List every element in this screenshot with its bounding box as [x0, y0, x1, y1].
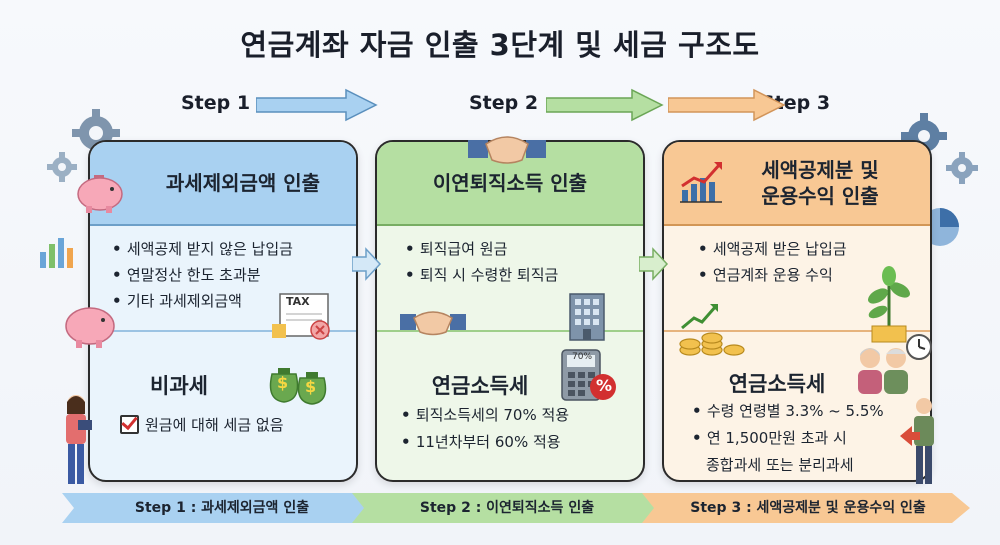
money-bag-icon	[269, 368, 327, 405]
coins-icon	[679, 332, 745, 356]
handshake-icon	[400, 311, 466, 336]
growth-chart-icon	[680, 162, 722, 203]
list-item: 세액공제 받은 납입금	[698, 236, 847, 262]
gear-icon	[946, 152, 978, 184]
list-item-continuation: 종합과세 또는 분리과세	[692, 452, 884, 479]
panel-connector-arrow	[352, 247, 382, 281]
list-item: 연금계좌 운용 수익	[698, 262, 847, 288]
building-icon	[569, 293, 605, 341]
list-item: 퇴직 시 수령한 퇴직금	[405, 262, 559, 288]
page-title: 연금계좌 자금 인출 3단계 및 세금 구조도	[240, 28, 760, 62]
step3-banner-text: Step 3 : 세액공제분 및 운용수익 인출	[690, 500, 926, 516]
step3-heading-line2: 운용수익 인출	[761, 184, 879, 208]
step2-banner	[352, 493, 662, 523]
percent-sign: %	[596, 376, 613, 395]
step3-tax-title: 연금소득세	[728, 372, 826, 396]
step2-to-step3-arrow	[546, 88, 664, 122]
panel-connector-arrow	[639, 247, 669, 281]
tax-doc-label: TAX	[286, 295, 310, 308]
bar-chart-icon	[40, 238, 73, 268]
list-item: 기타 과세제외금액	[112, 288, 293, 314]
dollar-sign: $	[305, 377, 317, 396]
handshake-icon	[468, 136, 546, 164]
divider	[90, 330, 356, 332]
step1-items: 세액공제 받지 않은 납입금 연말정산 한도 초과분 기타 과세제외금액	[112, 236, 293, 314]
piggy-bank-icon	[65, 307, 115, 348]
list-item: 연말정산 한도 초과분	[112, 262, 293, 288]
calculator-display: 70%	[572, 352, 593, 362]
step1-tax-item-text: 원금에 대해 세금 없음	[145, 416, 284, 434]
step1-banner-text: Step 1 : 과세제외금액 인출	[134, 500, 310, 516]
step3-items: 세액공제 받은 납입금 연금계좌 운용 수익	[698, 236, 847, 288]
upward-arrow-icon	[681, 304, 718, 330]
step1-heading: 과세제외금액 인출	[90, 142, 356, 226]
list-item: 11년차부터 60% 적용	[401, 429, 569, 456]
divider	[664, 330, 930, 332]
step1-label: Step 1	[181, 92, 251, 114]
divider	[377, 330, 643, 332]
piggy-bank-icon	[77, 175, 123, 213]
list-item-text: 종합과세 또는 분리과세	[706, 456, 854, 474]
clock-icon	[906, 334, 932, 360]
step2-banner-text: Step 2 : 이연퇴직소득 인출	[419, 500, 595, 516]
percent-badge-icon	[590, 374, 616, 400]
step1-tax-item: 원금에 대해 세금 없음	[120, 414, 284, 435]
step3-tax-items: 수령 연령별 3.3% ~ 5.5% 연 1,500만원 초과 시 종합과세 또…	[692, 398, 884, 479]
step2-label: Step 2	[469, 92, 539, 114]
person-icon	[900, 398, 934, 484]
list-item: 연 1,500만원 초과 시	[692, 425, 884, 452]
plant-icon	[868, 266, 910, 343]
step2-items: 퇴직급여 원금 퇴직 시 수령한 퇴직금	[405, 236, 559, 288]
tax-document-icon	[272, 293, 330, 340]
list-item: 퇴직소득세의 70% 적용	[401, 402, 569, 429]
checkbox-icon	[120, 415, 139, 434]
step3-heading-line1: 세액공제분 및	[761, 158, 879, 182]
step3-heading: 세액공제분 및 운용수익 인출	[664, 142, 930, 226]
person-icon	[66, 395, 92, 484]
step3-panel: 세액공제분 및 운용수익 인출 세액공제 받은 납입금 연금계좌 운용 수익 연…	[662, 140, 932, 482]
list-item: 퇴직급여 원금	[405, 236, 558, 262]
step1-heading-text: 과세제외금액 인출	[165, 171, 321, 195]
step3-arrow	[668, 88, 786, 122]
step2-tax-items: 퇴직소득세의 70% 적용 11년차부터 60% 적용	[401, 402, 569, 456]
gear-icon	[47, 152, 77, 182]
step3-banner	[642, 493, 970, 523]
list-item: 수령 연령별 3.3% ~ 5.5%	[692, 398, 884, 425]
step1-to-step2-arrow	[256, 88, 378, 122]
step1-tax-title: 비과세	[150, 374, 208, 398]
step1-banner	[62, 493, 382, 523]
list-item: 세액공제 받지 않은 납입금	[112, 236, 293, 262]
elderly-couple-icon	[858, 348, 908, 394]
step2-tax-title: 연금소득세	[431, 374, 529, 398]
dollar-sign: $	[277, 373, 289, 392]
